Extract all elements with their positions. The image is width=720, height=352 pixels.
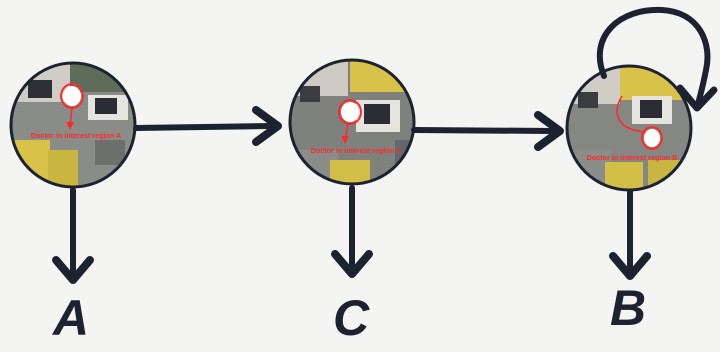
annotation-c: Doctor in interest region C	[311, 146, 402, 155]
fisheye-frame-a	[10, 62, 140, 195]
state-label-a: A	[36, 293, 106, 343]
state-label-b: B	[593, 283, 663, 333]
fisheye-frame-b	[565, 64, 695, 195]
annotation-b: Doctor in interest region B	[587, 153, 678, 162]
arrow-c-to-b	[414, 115, 560, 147]
state-label-c: C	[316, 293, 386, 343]
arrow-a-to-c	[136, 110, 278, 142]
arrow-down-a	[56, 190, 90, 280]
arrow-down-b	[613, 192, 647, 276]
arrow-down-c	[335, 188, 369, 274]
annotation-a: Doctor in interest region A	[31, 131, 121, 140]
fisheye-frame-c	[288, 58, 420, 190]
